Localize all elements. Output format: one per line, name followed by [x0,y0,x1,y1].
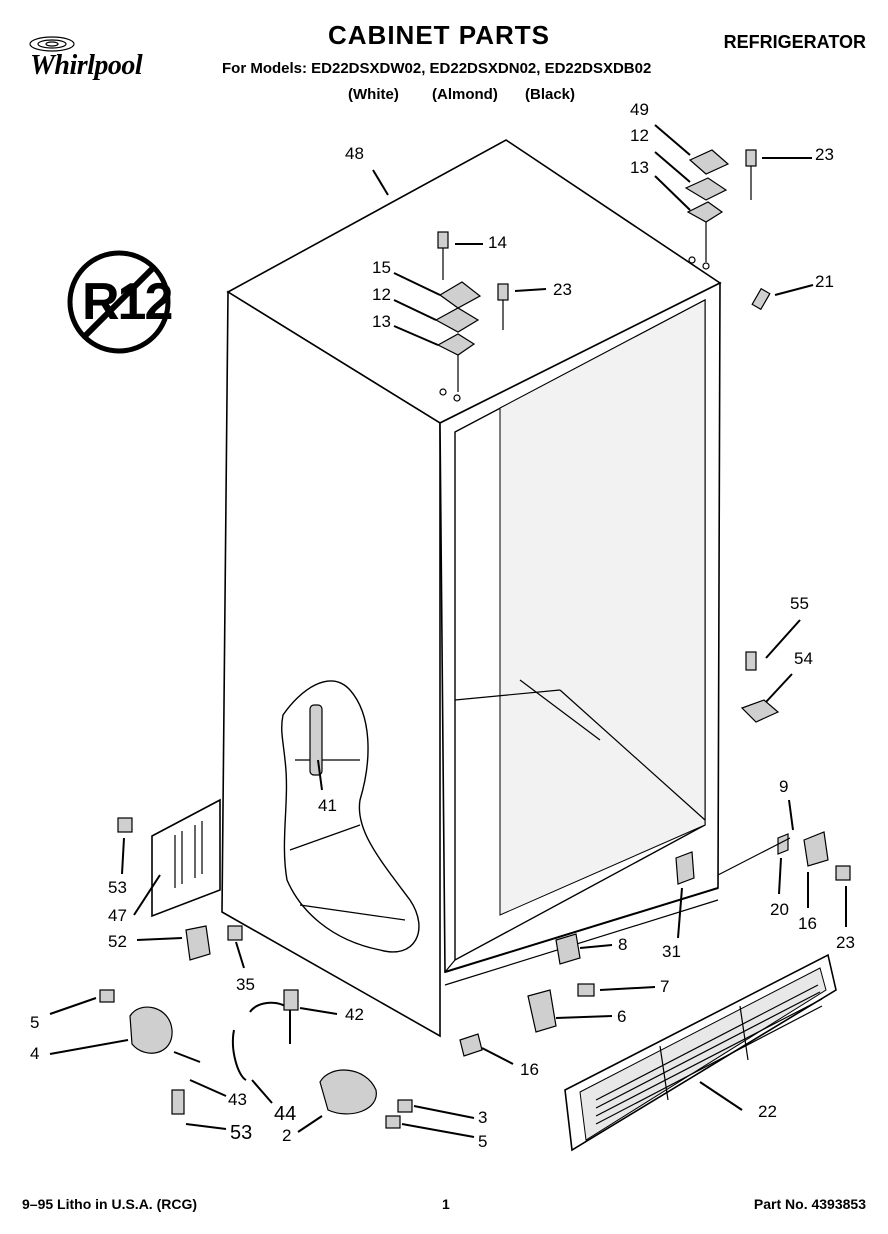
callout-43: 43 [228,1090,247,1109]
callout-52: 52 [108,932,127,951]
whirlpool-logo-swirl [29,36,75,52]
page-title: CABINET PARTS [328,20,550,50]
callout-4: 4 [30,1044,40,1063]
color-black: (Black) [525,86,576,103]
footer-litho: 9–95 Litho in U.S.A. (RCG) [22,1196,198,1212]
callout-31: 31 [662,942,681,961]
callout-6: 6 [617,1007,627,1026]
brand-logo: Whirlpool [30,50,143,81]
callout-47: 47 [108,906,127,925]
callout-21: 21 [815,272,834,291]
r12-badge-text: R12 [82,273,173,331]
callout-23-center: 23 [553,280,572,299]
part-number: Part No. 4393853 [753,1196,866,1212]
callout-7: 7 [660,977,670,996]
callout-13-center: 13 [372,312,391,331]
callout-42: 42 [345,1005,364,1024]
callout-16-right: 16 [798,914,817,933]
callout-16-bottom: 16 [520,1060,539,1079]
callout-23-bottom: 23 [836,933,855,952]
toe-grille [564,953,837,1152]
callout-35: 35 [236,975,255,994]
color-almond: (Almond) [432,86,498,103]
callout-23-top: 23 [815,145,834,164]
callout-12-right: 12 [630,126,649,145]
models-line: For Models: ED22DSXDW02, ED22DSXDN02, ED… [222,60,652,77]
r12-no-symbol [67,250,171,354]
callout-22: 22 [758,1102,777,1121]
callout-44: 44 [274,1103,297,1125]
callout-5-left: 5 [30,1013,40,1032]
callout-8: 8 [618,935,628,954]
color-white: (White) [348,86,399,103]
callout-20: 20 [770,900,789,919]
callout-41: 41 [318,796,337,815]
callout-49: 49 [630,100,649,119]
callout-54: 54 [794,649,813,668]
top-hinge-right [684,149,771,311]
callout-5-bottom: 5 [478,1132,488,1151]
leader-lines [49,124,847,1138]
callout-3: 3 [478,1108,488,1127]
page-number: 1 [442,1196,450,1212]
cabinet-shell [151,139,722,1038]
callout-48: 48 [345,144,364,163]
callout-2: 2 [282,1126,292,1145]
callout-9: 9 [779,777,789,796]
appliance-type: REFRIGERATOR [723,32,866,52]
top-hinge-center [434,231,509,402]
callout-53-left: 53 [108,878,127,897]
callout-55: 55 [790,594,809,613]
callout-12-center: 12 [372,285,391,304]
callout-14: 14 [488,233,507,252]
callout-13-right: 13 [630,158,649,177]
callout-15: 15 [372,258,391,277]
callout-53-bottom: 53 [230,1122,253,1144]
small-hardware [99,651,851,1129]
